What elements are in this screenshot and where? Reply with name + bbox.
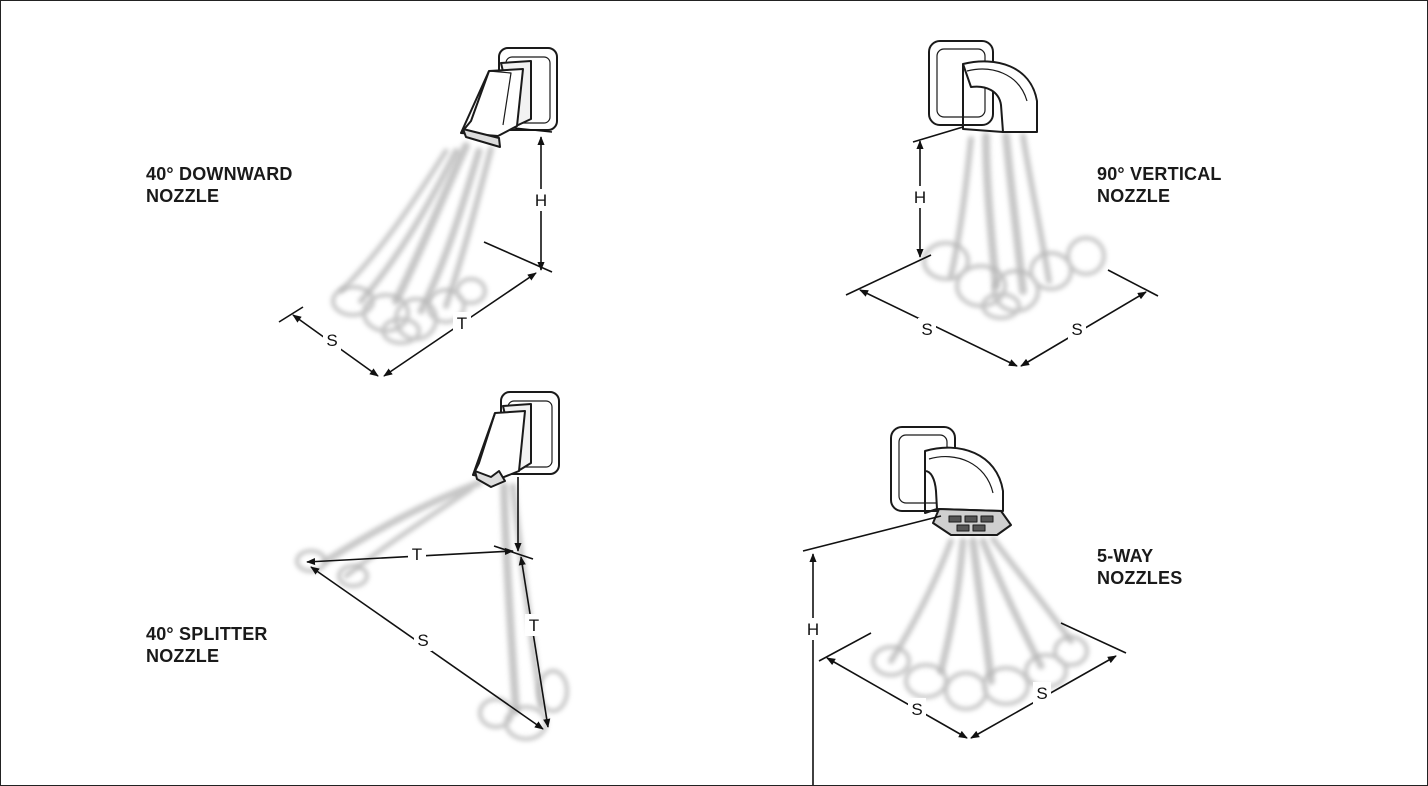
splitter-title-line1: 40° SPLITTER: [146, 624, 268, 644]
vertical-s2-label-bg: [1068, 318, 1086, 340]
fiveway-s1-label-bg: [908, 698, 926, 720]
vertical-title-line2: NOZZLE: [1097, 186, 1171, 206]
vertical-h-label: H: [914, 188, 926, 207]
downward-nozzle-unit: [460, 47, 558, 148]
downward-nozzle-title: 40° DOWNWARD NOZZLE: [146, 163, 293, 207]
vertical-s2-label: S: [1071, 320, 1082, 339]
fiveway-nozzle-title: 5-WAY NOZZLES: [1097, 545, 1182, 589]
splitter-nozzle-title: 40° SPLITTER NOZZLE: [146, 623, 268, 667]
downward-h-label-bg: [532, 189, 550, 211]
vertical-title-line1: 90° VERTICAL: [1097, 164, 1222, 184]
splitter-title-line2: NOZZLE: [146, 646, 220, 666]
splitter-t1-label-bg: [408, 543, 426, 565]
vertical-h-label-bg: [911, 186, 929, 208]
downward-title-line2: NOZZLE: [146, 186, 220, 206]
vertical-nozzle-unit: [928, 40, 1038, 133]
vertical-s1-label-bg: [918, 318, 936, 340]
splitter-s-label: S: [417, 631, 428, 650]
splitter-t2-label: T: [529, 616, 539, 635]
splitter-t1-label: T: [412, 545, 422, 564]
vertical-s1-label: S: [921, 320, 932, 339]
splitter-t2-label-bg: [525, 614, 543, 636]
fiveway-nozzle-unit: [890, 426, 1012, 536]
downward-t-label-bg: [453, 312, 471, 334]
fiveway-spray: [888, 536, 1074, 685]
vertical-nozzle-title: 90° VERTICAL NOZZLE: [1097, 163, 1222, 207]
fiveway-splash: [871, 635, 1089, 711]
downward-spray: [338, 142, 494, 315]
downward-s-label-bg: [323, 329, 341, 351]
fiveway-s1-label: S: [911, 700, 922, 719]
fiveway-nozzle-panel: H S S: [802, 426, 1127, 785]
splitter-s-label-bg: [414, 629, 432, 651]
vertical-dim-h: [845, 126, 964, 296]
vertical-splash: [922, 236, 1106, 320]
fiveway-title-line2: NOZZLES: [1097, 568, 1183, 588]
downward-nozzle-panel: H T S: [278, 47, 558, 377]
fiveway-h-label-bg: [804, 618, 822, 640]
downward-h-label: H: [535, 191, 547, 210]
fiveway-dim-h: [802, 515, 942, 785]
downward-title-line1: 40° DOWNWARD: [146, 164, 293, 184]
fiveway-s2-label: S: [1036, 684, 1047, 703]
fiveway-s2-label-bg: [1033, 682, 1051, 704]
splitter-nozzle-unit: [472, 391, 560, 488]
downward-s-label: S: [326, 331, 337, 350]
splitter-nozzle-panel: T T S: [295, 391, 569, 741]
fiveway-title-line1: 5-WAY: [1097, 546, 1154, 566]
downward-t-label: T: [457, 314, 467, 333]
vertical-nozzle-panel: H S S: [845, 40, 1159, 367]
splitter-spray: [322, 479, 544, 715]
fiveway-h-label: H: [807, 620, 819, 639]
